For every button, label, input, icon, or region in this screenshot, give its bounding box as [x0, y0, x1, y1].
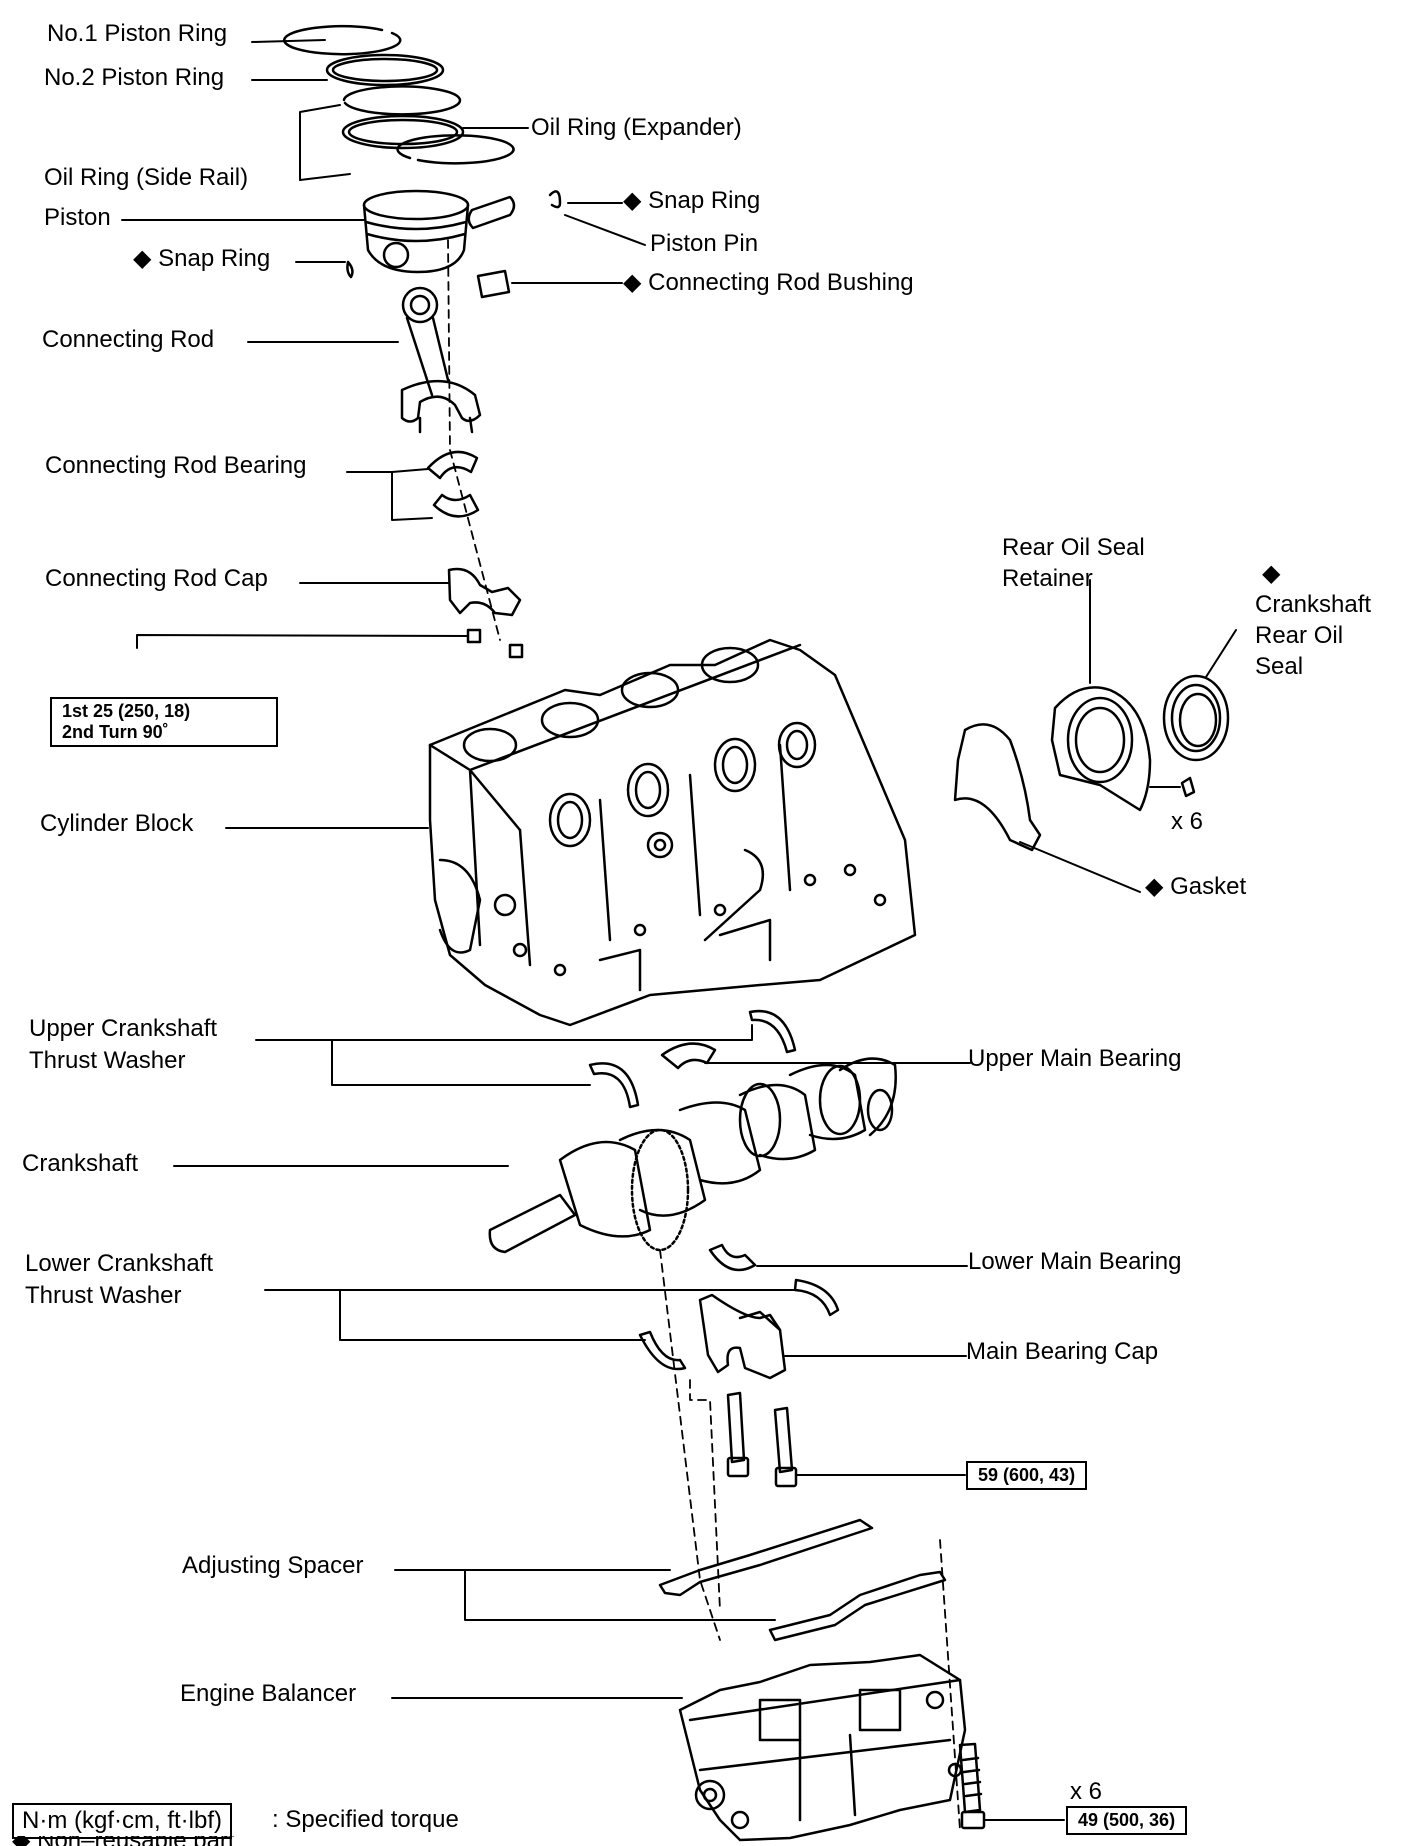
legend-torque-unit: N·m (kgf·cm, ft·lbf)	[12, 1803, 232, 1839]
label-x6-upper: x 6	[1171, 808, 1204, 835]
legend-non-reusable: ◆ Non–reusable part	[12, 1836, 235, 1846]
rod-bearings	[426, 450, 480, 518]
assembly-guides	[659, 1249, 961, 1831]
label-crankshaft-rear-oil-seal-mark: ◆	[1262, 560, 1281, 587]
label-lower-thrust-washer-2: Thrust Washer	[25, 1282, 182, 1309]
label-upper-thrust-washer-1: Upper Crankshaft	[29, 1015, 218, 1042]
label-oil-ring-expander: Oil Ring (Expander)	[531, 114, 742, 141]
label-no1-piston-ring: No.1 Piston Ring	[47, 20, 228, 47]
torque-main-cap: 59 (600, 43)	[966, 1461, 1088, 1490]
label-adjusting-spacer: Adjusting Spacer	[182, 1552, 364, 1579]
lower-main-bearing-drawing	[708, 1243, 757, 1272]
main-cap-drawing	[698, 1293, 798, 1488]
label-rear-oil-seal-retainer-1: Rear Oil Seal	[1002, 534, 1145, 561]
label-upper-thrust-washer-2: Thrust Washer	[29, 1047, 186, 1074]
piston-rings	[283, 24, 515, 165]
label-lower-main-bearing: Lower Main Bearing	[968, 1248, 1182, 1275]
label-engine-balancer: Engine Balancer	[180, 1680, 357, 1707]
label-x6-lower: x 6	[1070, 1778, 1103, 1805]
label-main-bearing-cap: Main Bearing Cap	[966, 1338, 1159, 1365]
upper-main-bearing-drawing	[660, 1042, 717, 1070]
label-upper-main-bearing: Upper Main Bearing	[968, 1045, 1182, 1072]
legend-torque-text: : Specified torque	[272, 1806, 459, 1833]
lower-thrust-washers	[638, 1278, 840, 1371]
label-crankshaft-rear-oil-seal-1: Crankshaft	[1255, 591, 1372, 618]
label-crankshaft-rear-oil-seal-2: Rear Oil	[1255, 622, 1344, 649]
label-crankshaft-rear-oil-seal-3: Seal	[1255, 653, 1304, 680]
label-connecting-rod-bearing: Connecting Rod Bearing	[45, 452, 307, 479]
label-cylinder-block: Cylinder Block	[40, 810, 194, 837]
label-connecting-rod: Connecting Rod	[42, 326, 215, 353]
cylinder-block-drawing	[428, 638, 917, 1027]
label-connecting-rod-cap: Connecting Rod Cap	[45, 565, 268, 592]
torque-rod-cap-line2: 2nd Turn 90˚	[62, 722, 169, 742]
adjusting-spacer-drawing	[658, 1518, 947, 1642]
label-snap-ring-left: ◆ Snap Ring	[133, 245, 271, 272]
leader-lines	[121, 39, 1237, 1821]
crankshaft-drawing	[488, 1057, 897, 1254]
label-rear-oil-seal-retainer-2: Retainer	[1002, 565, 1093, 592]
label-piston: Piston	[44, 204, 111, 231]
label-lower-thrust-washer-1: Lower Crankshaft	[25, 1250, 214, 1277]
torque-rod-cap: 1st 25 (250, 18) 2nd Turn 90˚	[50, 697, 278, 747]
label-connecting-rod-bushing: ◆ Connecting Rod Bushing	[623, 269, 914, 296]
torque-balancer: 49 (500, 36)	[1066, 1806, 1188, 1835]
label-snap-ring-right: ◆ Snap Ring	[623, 187, 761, 214]
piston-drawing	[346, 189, 562, 299]
upper-thrust-washers	[588, 1009, 797, 1109]
rod-cap-drawing	[447, 567, 524, 659]
connecting-rod-drawing	[400, 286, 482, 434]
label-crankshaft: Crankshaft	[22, 1150, 139, 1177]
label-piston-pin: Piston Pin	[650, 230, 759, 257]
torque-rod-cap-line1: 1st 25 (250, 18)	[62, 701, 191, 721]
engine-balancer-drawing	[678, 1653, 967, 1842]
label-oil-ring-side-rail: Oil Ring (Side Rail)	[44, 164, 249, 191]
balancer-bolt-drawing	[958, 1742, 986, 1830]
rear-retainer-drawing	[953, 674, 1230, 852]
label-gasket: ◆ Gasket	[1145, 873, 1247, 900]
label-no2-piston-ring: No.2 Piston Ring	[44, 64, 225, 91]
